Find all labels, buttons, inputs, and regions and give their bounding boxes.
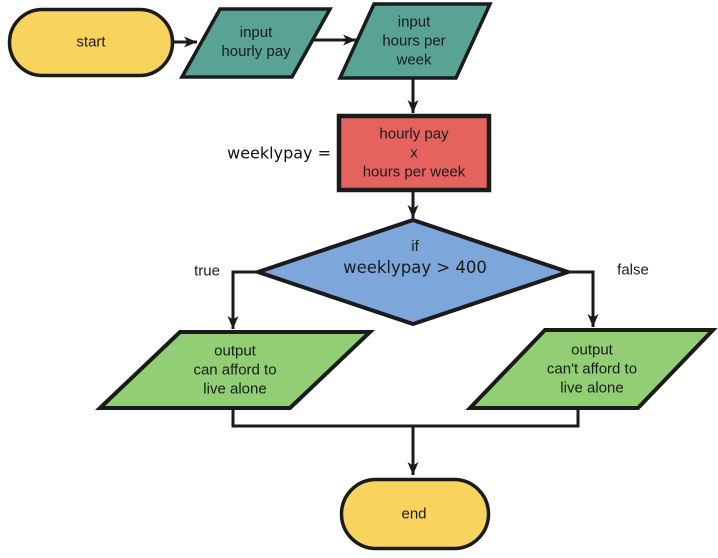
edge-decision-true bbox=[227, 270, 261, 329]
end-node-label: end bbox=[401, 505, 427, 523]
process-weekly-pay-shape bbox=[336, 113, 492, 193]
start-node-label: start bbox=[76, 33, 106, 51]
decision-label: if weeklypay > 400 bbox=[343, 237, 487, 279]
output-can-afford-shape bbox=[94, 330, 376, 410]
input-hourly-pay-shape bbox=[179, 7, 333, 79]
start-node-shape bbox=[7, 7, 175, 78]
decision-diamond-shape bbox=[251, 217, 575, 327]
process-weekly-pay-label: hourly pay x hours per week bbox=[362, 125, 466, 181]
assignment-annotation: weeklypay = bbox=[227, 143, 331, 163]
decision-keyword: if bbox=[411, 238, 419, 255]
edge-decision-false bbox=[565, 270, 599, 327]
true-branch-label: true bbox=[194, 262, 220, 280]
output-cant-afford-label: output can't afford to live alone bbox=[546, 341, 638, 397]
end-node-shape bbox=[339, 477, 491, 551]
output-cant-afford-shape bbox=[465, 328, 718, 410]
edge-merge-connector bbox=[231, 408, 580, 428]
false-branch-label: false bbox=[617, 261, 649, 279]
input-hours-per-week-label: input hours per week bbox=[382, 13, 446, 69]
decision-condition: weeklypay > 400 bbox=[343, 258, 487, 277]
output-can-afford-label: output can afford to live alone bbox=[193, 342, 277, 398]
input-hourly-pay-label: input hourly pay bbox=[221, 24, 291, 60]
input-hours-per-week-shape bbox=[337, 2, 493, 80]
